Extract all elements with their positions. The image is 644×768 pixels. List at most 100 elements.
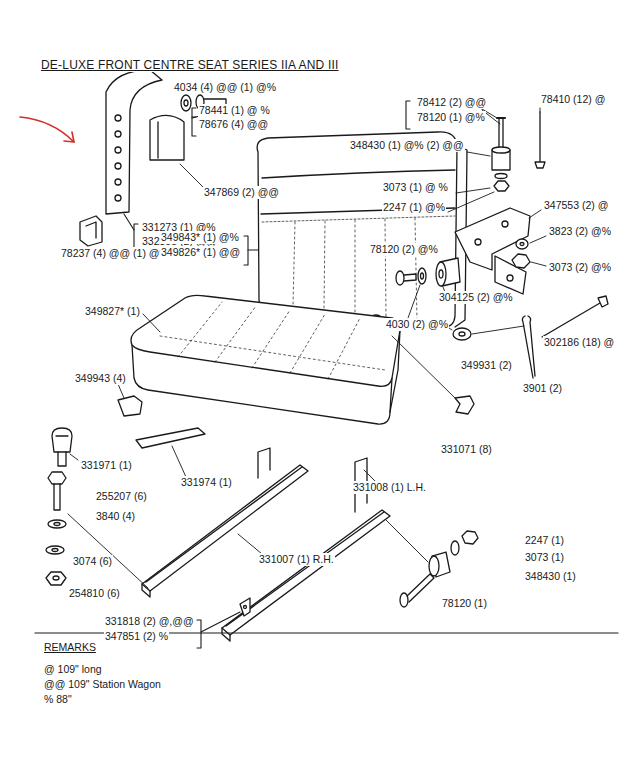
label-brackets bbox=[192, 116, 196, 117]
washer bbox=[48, 520, 66, 528]
seat-back bbox=[257, 132, 467, 327]
washer bbox=[453, 328, 471, 340]
part-number: 3840 (4) bbox=[95, 510, 136, 523]
label-brackets bbox=[192, 108, 196, 136]
washer bbox=[421, 273, 424, 279]
knob bbox=[56, 435, 68, 436]
washer bbox=[418, 268, 426, 284]
rubber-stop bbox=[429, 556, 439, 576]
leader-lines bbox=[482, 108, 540, 124]
washer bbox=[54, 523, 60, 526]
part-number: 3073 (2) @% bbox=[548, 261, 612, 274]
part-number: 4034 (4) @@ (1) @% bbox=[173, 81, 277, 94]
part-number: 349843* (1) @% bbox=[160, 231, 240, 244]
seat-back-bracket bbox=[115, 131, 121, 137]
label-brackets bbox=[248, 249, 258, 250]
washer bbox=[418, 268, 426, 284]
bolt bbox=[400, 574, 434, 607]
part-number: 255207 (6) bbox=[95, 490, 148, 503]
knob bbox=[52, 428, 72, 452]
part-number: 331818 (2) @,@@ bbox=[104, 615, 195, 628]
part-number: 331008 (1) L.H. bbox=[352, 481, 427, 494]
leader-lines bbox=[172, 446, 186, 477]
lever bbox=[136, 428, 205, 448]
rubber-stop bbox=[492, 118, 510, 191]
clip bbox=[80, 216, 102, 246]
part-number: 78237 (4) @@ (1) @% bbox=[60, 247, 170, 260]
washer bbox=[459, 332, 465, 336]
seat-runner-rh bbox=[258, 448, 270, 478]
runner-bracket bbox=[240, 598, 250, 616]
washer bbox=[46, 546, 64, 554]
spacer bbox=[436, 258, 460, 286]
part-number: 331071 (8) bbox=[440, 443, 493, 456]
rubber-stop bbox=[499, 118, 503, 150]
part-number: 78441 (1) @ % bbox=[198, 104, 271, 117]
drive-screw bbox=[535, 112, 545, 168]
hinge-bracket bbox=[455, 208, 530, 270]
part-number: 349827* (1) bbox=[84, 305, 141, 318]
leader-lines bbox=[238, 534, 262, 554]
nut bbox=[46, 572, 66, 585]
bolt bbox=[404, 274, 416, 281]
part-number: 78410 (12) @ bbox=[540, 93, 606, 106]
part-number: 3823 (2) @% bbox=[548, 225, 612, 238]
seat-back-bracket bbox=[115, 115, 121, 121]
hinge-bracket bbox=[507, 275, 513, 281]
seat-runner-lh bbox=[222, 628, 230, 641]
leader-lines bbox=[143, 314, 160, 332]
leader-lines bbox=[70, 454, 78, 460]
leader-lines bbox=[408, 285, 420, 318]
seat-back bbox=[257, 132, 457, 327]
part-number: 304125 (2) @% bbox=[438, 291, 514, 304]
washer bbox=[181, 95, 191, 111]
spring-clip bbox=[455, 396, 474, 414]
washer-nut bbox=[520, 243, 524, 246]
washer-nut bbox=[512, 254, 530, 268]
leader-lines bbox=[529, 210, 541, 218]
rubber-stop bbox=[495, 174, 507, 179]
spacer bbox=[436, 262, 446, 286]
spring-clip bbox=[455, 396, 474, 414]
part-number: 302186 (18) @ bbox=[543, 336, 615, 349]
seat-cushion bbox=[131, 295, 400, 386]
part-number: 2247 (1) @% bbox=[382, 201, 446, 214]
part-number: 254810 (6) bbox=[68, 587, 121, 600]
part-number: 78120 (1) @% bbox=[416, 111, 486, 124]
seat-back bbox=[262, 170, 455, 178]
lever bbox=[136, 428, 205, 448]
bolt bbox=[400, 593, 408, 607]
pad bbox=[157, 122, 158, 158]
pin bbox=[598, 296, 608, 307]
part-number: 331971 (1) bbox=[80, 459, 133, 472]
rubber-stop bbox=[429, 552, 450, 577]
drive-screw bbox=[539, 112, 540, 162]
clip bbox=[118, 396, 142, 416]
washer bbox=[52, 549, 58, 552]
pad bbox=[150, 115, 184, 160]
part-number: 78120 (2) @% bbox=[369, 243, 439, 256]
washer-nut bbox=[512, 239, 530, 268]
part-number: 78120 (1) bbox=[441, 597, 488, 610]
leader-lines bbox=[448, 192, 494, 212]
spacer bbox=[439, 270, 443, 278]
leader-lines bbox=[530, 236, 546, 243]
seat-runner-lh bbox=[222, 510, 390, 635]
bolt bbox=[48, 472, 66, 484]
clip bbox=[80, 216, 102, 246]
bolt bbox=[407, 574, 434, 602]
part-number: 3073 (1) bbox=[524, 551, 565, 564]
runner-bracket bbox=[240, 598, 250, 616]
seat-back bbox=[262, 216, 455, 222]
pin bbox=[542, 296, 608, 337]
part-number: 78412 (2) @@ bbox=[416, 96, 487, 109]
runner-bracket bbox=[244, 606, 247, 609]
seat-cushion bbox=[131, 295, 400, 424]
label-brackets bbox=[244, 236, 248, 265]
part-number: 331974 (1) bbox=[180, 476, 233, 489]
part-number: 331007 (1) R.H. bbox=[258, 553, 335, 566]
pin bbox=[542, 303, 600, 337]
leader-lines bbox=[68, 103, 546, 588]
leader-lines bbox=[456, 188, 490, 193]
